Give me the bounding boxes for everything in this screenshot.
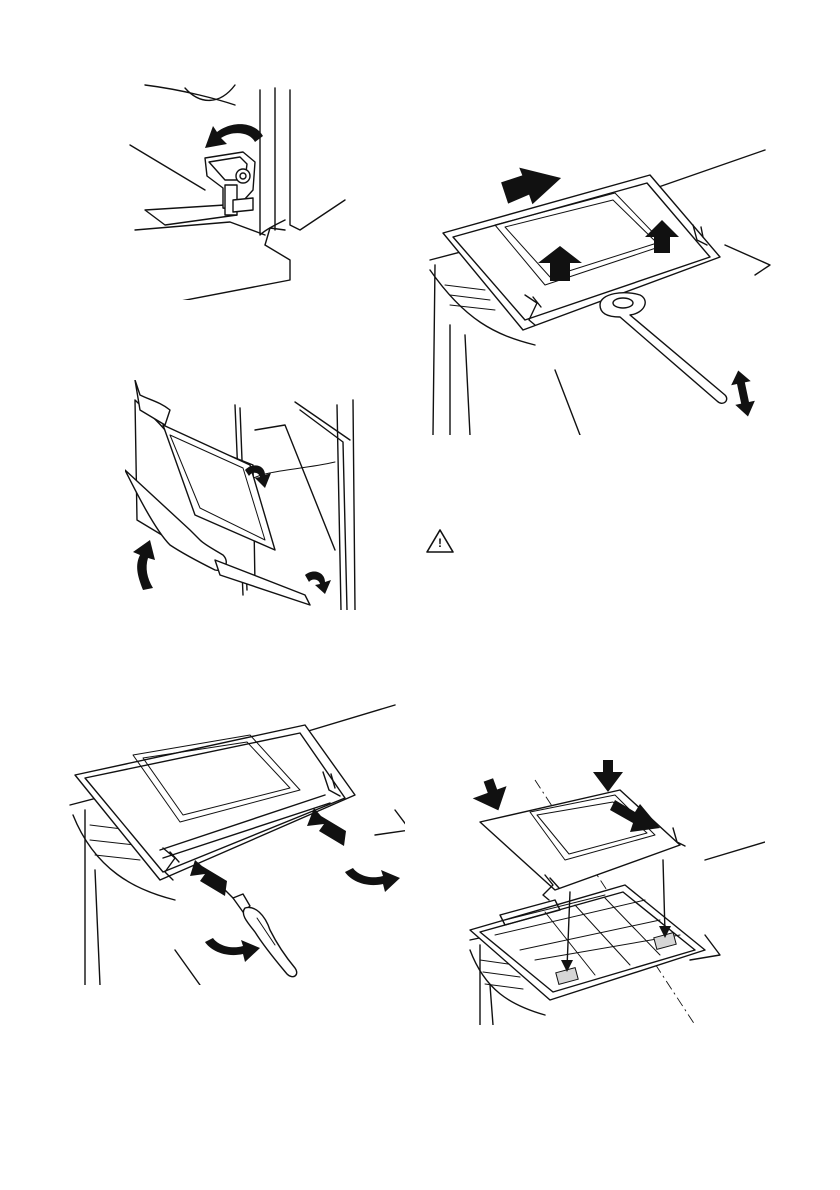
rotate-arrow-icon	[205, 124, 263, 148]
figure-hinge-lever	[125, 80, 355, 300]
screwdriver-icon	[220, 885, 297, 977]
figure-door-removal	[125, 380, 360, 610]
lift-arrow-icon	[133, 540, 155, 590]
rotate-arrow-icon	[205, 868, 400, 962]
figure-glass-panel-install	[465, 760, 765, 1025]
up-down-arrow-icon	[728, 368, 757, 418]
oven-cleaning-tool-icon	[600, 293, 727, 404]
figure-door-panel-lift	[425, 145, 785, 435]
warning-triangle-icon: !	[425, 528, 455, 554]
warning-symbol: !	[425, 537, 455, 549]
figure-screwdriver-panel	[65, 700, 405, 985]
